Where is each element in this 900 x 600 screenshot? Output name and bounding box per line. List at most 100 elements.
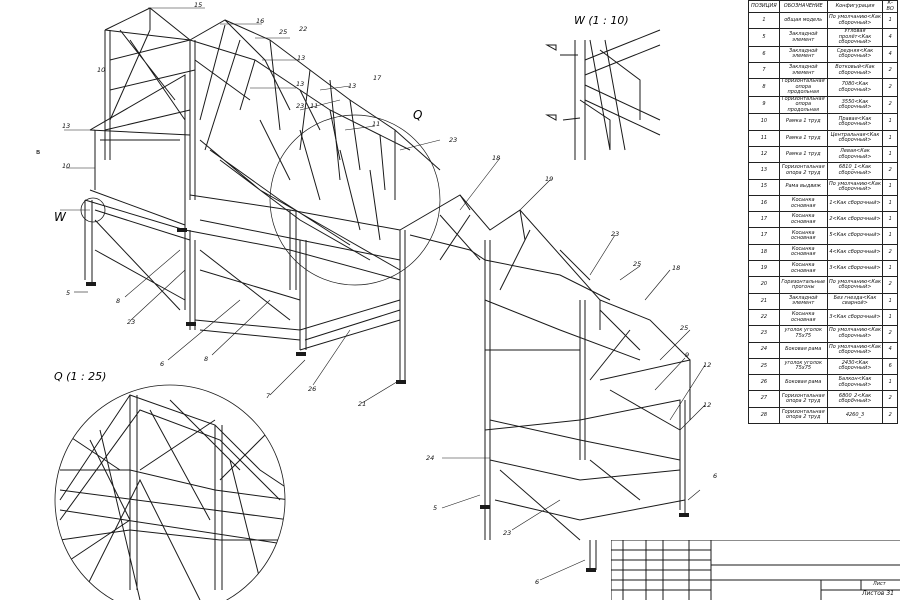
callout-13: 13 xyxy=(297,54,305,62)
callout-24: 24 xyxy=(426,454,434,462)
spec-header-configuration: Конфигурация xyxy=(826,0,884,13)
callout-9: 9 xyxy=(685,351,689,359)
spec-cell-position: 20 xyxy=(748,276,780,294)
spec-cell-position: 28 xyxy=(748,406,780,425)
spec-cell-quantity: 1 xyxy=(882,11,898,30)
left-gable-frames xyxy=(89,7,266,230)
callout-22: 22 xyxy=(299,25,307,33)
spec-cell-designation: Косынка основная xyxy=(778,308,828,327)
callout-12a: 12 xyxy=(703,361,711,369)
callout-21: 21 xyxy=(358,400,366,408)
spec-cell-position: 17 xyxy=(748,211,780,229)
spec-cell-position: 9 xyxy=(748,95,780,115)
spec-cell-position: 17 xyxy=(748,227,780,245)
main-frame-drawing xyxy=(80,7,691,572)
spec-cell-configuration: 7080<Как сборочный> xyxy=(826,78,884,97)
spec-cell-designation: Боковая рама xyxy=(778,341,828,359)
spec-cell-quantity: 1 xyxy=(882,145,898,164)
spec-cell-quantity: 2 xyxy=(882,62,898,80)
spec-cell-quantity: 2 xyxy=(882,406,898,425)
spec-cell-position: 13 xyxy=(748,162,780,180)
foot-plates xyxy=(86,228,689,572)
spec-cell-designation: Косынка основная xyxy=(778,260,828,278)
callout-6b: 6 xyxy=(535,578,539,586)
spec-cell-configuration: Центральная<Как сборочный> xyxy=(826,129,884,147)
spec-cell-quantity: 2 xyxy=(882,390,898,408)
q-view-marker: Q xyxy=(413,108,422,122)
spec-cell-configuration: 3<Как сборочный> xyxy=(826,260,884,278)
spec-cell-designation: Горизонтальные прогоны xyxy=(778,276,828,294)
spec-cell-quantity: 2 xyxy=(882,95,898,115)
spec-cell-configuration: Угловая пролёт<Как сборочный> xyxy=(826,28,884,47)
spec-cell-configuration: По умолчанию<Как сборочный> xyxy=(826,178,884,196)
spec-header-position: ПОЗИЦИЯ xyxy=(748,0,780,13)
right-wing-trusses xyxy=(399,194,691,570)
spec-cell-designation: Косынка основная xyxy=(778,194,828,213)
spec-cell-designation: уголок уголок 75х75 xyxy=(778,357,828,376)
spec-cell-quantity: 2 xyxy=(882,243,898,262)
spec-header-designation: ОБОЗНАЧЕНИЕ xyxy=(778,0,828,13)
callout-17: 17 xyxy=(373,74,382,82)
spec-header-row: ПОЗИЦИЯ ОБОЗНАЧЕНИЕ Конфигурация К-ВО xyxy=(748,0,898,13)
spec-cell-configuration: По умолчанию<Как сборочный> xyxy=(826,341,884,359)
callout-11a: 11 xyxy=(372,120,380,128)
callout-23e: 23 xyxy=(503,529,511,537)
spec-cell-position: 18 xyxy=(748,243,780,262)
callout-25b: 25 xyxy=(680,324,688,332)
spec-cell-configuration: 6800_2<Как сборочный> xyxy=(826,390,884,408)
spec-cell-configuration: 2430<Как сборочный> xyxy=(826,357,884,376)
spec-cell-quantity: 1 xyxy=(882,374,898,392)
spec-cell-position: 11 xyxy=(748,129,780,147)
spec-cell-quantity: 2 xyxy=(882,78,898,97)
spec-cell-designation: Рамка 1 труд xyxy=(778,129,828,147)
spec-cell-designation: Рама выдвиж xyxy=(778,178,828,196)
spec-cell-quantity: 2 xyxy=(882,276,898,294)
spec-cell-position: 24 xyxy=(748,341,780,359)
spec-cell-position: 21 xyxy=(748,292,780,310)
callout-13b: 13 xyxy=(296,80,304,88)
callout-26: 26 xyxy=(308,385,316,393)
spec-cell-quantity: 1 xyxy=(882,292,898,310)
spec-cell-configuration: 4<Как сборочный> xyxy=(826,243,884,262)
callout-12b: 12 xyxy=(703,401,711,409)
spec-cell-designation: Закладной элемент xyxy=(778,62,828,80)
spec-cell-configuration: Балкон<Как сборочный> xyxy=(826,374,884,392)
spec-cell-quantity: 1 xyxy=(882,308,898,327)
callout-7: 7 xyxy=(266,392,271,400)
callout-10b: 10 xyxy=(62,162,70,170)
spec-cell-designation: Боковая рама xyxy=(778,374,828,392)
spec-cell-designation: Горизонтальная опора продольная xyxy=(778,78,828,97)
title-block-sheets-label: Листов 31 xyxy=(862,590,894,597)
spec-cell-position: 16 xyxy=(748,194,780,213)
spec-cell-quantity: 4 xyxy=(882,28,898,47)
spec-cell-designation: Рамка 1 труд xyxy=(778,145,828,164)
spec-cell-designation: уголок уголок 75х75 xyxy=(778,325,828,343)
callout-25a: 25 xyxy=(633,260,641,268)
spec-cell-designation: Горизонтальная опора 2 труд xyxy=(778,162,828,180)
spec-cell-configuration: 3550<Как сборочный> xyxy=(826,95,884,115)
w-view-marker: W xyxy=(54,210,67,224)
callout-5a: 5 xyxy=(66,289,70,297)
spec-cell-quantity: 1 xyxy=(882,178,898,196)
central-roof-trusses xyxy=(189,19,441,380)
spec-cell-position: 15 xyxy=(748,178,780,196)
callout-23a: 23 xyxy=(296,102,304,110)
spec-cell-configuration: По умолчанию<Как сборочный> xyxy=(826,325,884,343)
